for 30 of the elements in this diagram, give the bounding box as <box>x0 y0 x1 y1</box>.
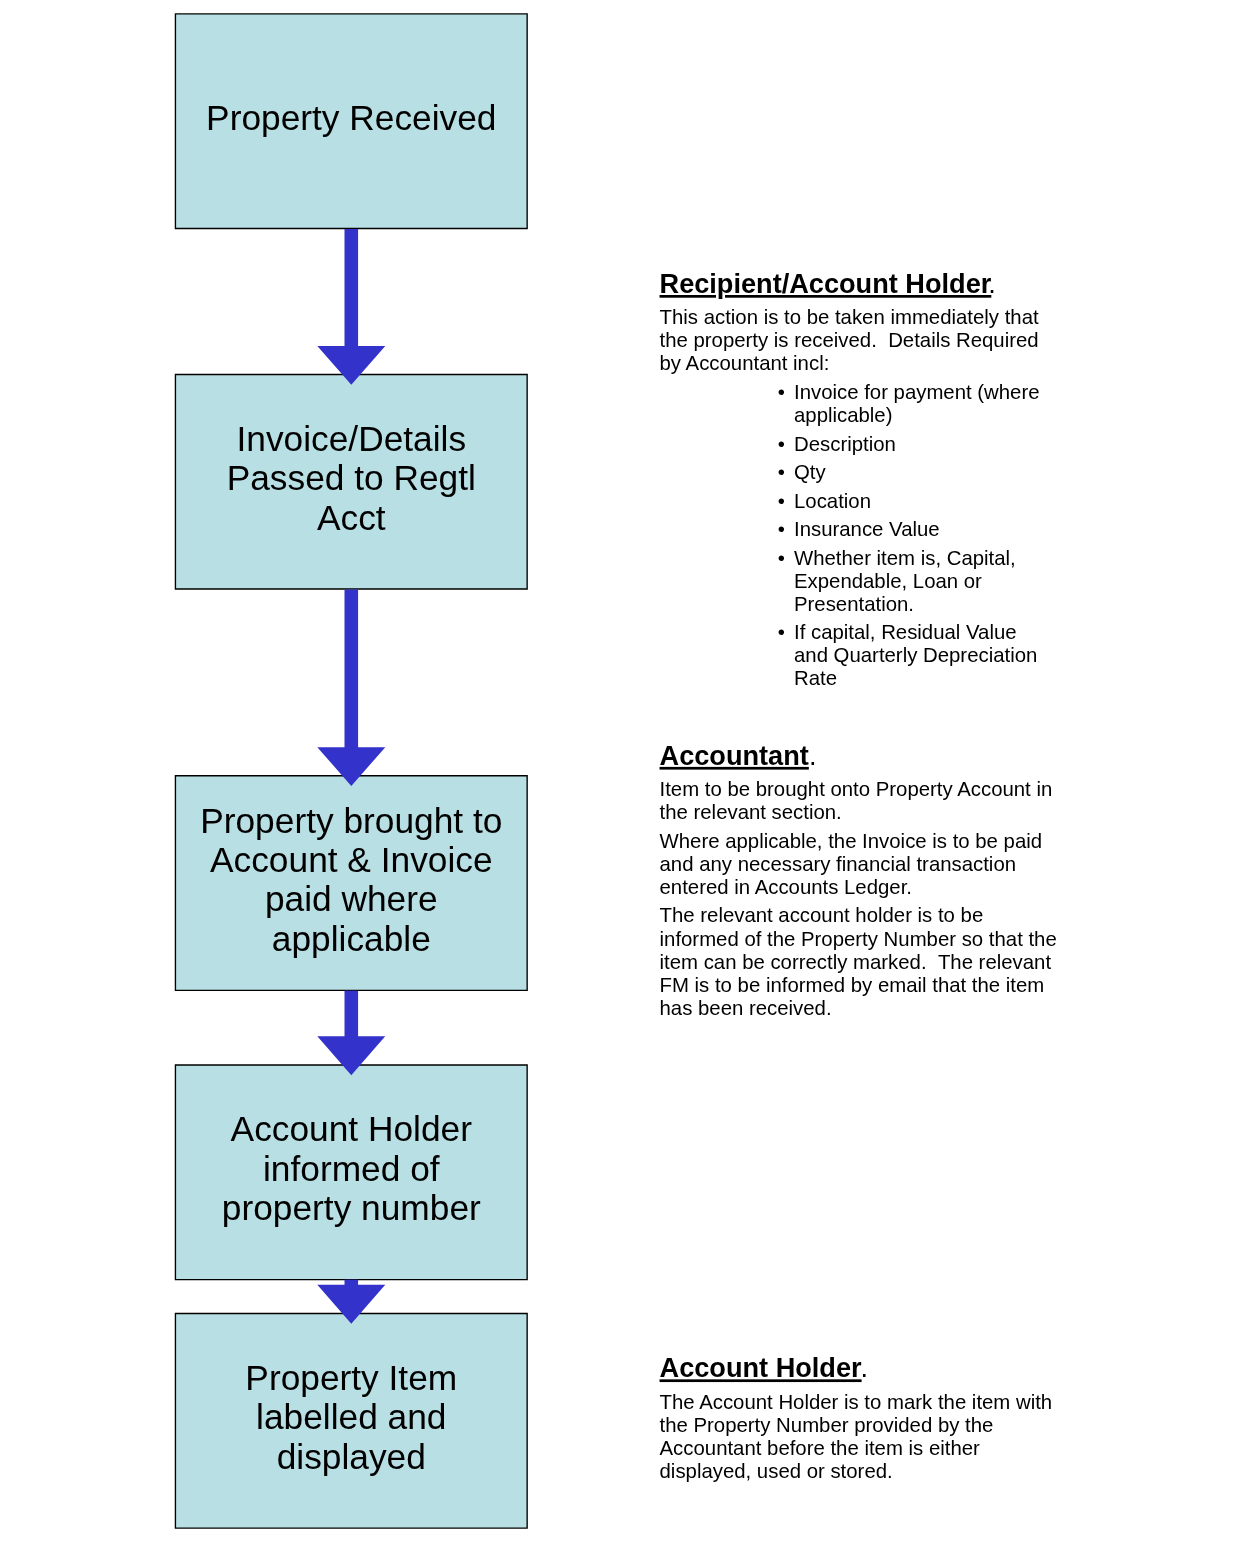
label: Description <box>793 432 896 455</box>
label: Invoice for payment (where applicable) <box>793 380 1040 426</box>
label: • <box>777 432 785 455</box>
label: • <box>777 489 785 512</box>
node-box: Property Item labelled and displayed <box>174 1312 528 1529</box>
node-box: Property Received <box>174 13 528 230</box>
label: Location <box>793 489 871 512</box>
arrow <box>316 589 385 786</box>
label: • <box>777 621 785 644</box>
node-box: Invoice/Details Passed to Regtl Acct <box>174 373 528 590</box>
label: If capital, Residual Value and Quarterly Depreciation Rate <box>793 621 1037 690</box>
label: Whether item is, Capital, Expendable, Loan or Presentation. <box>793 546 1016 615</box>
label: The relevant account holder is to be informed of the Property Number so that the item can be correctly marked. The relevant FM is to be informed by email that the item has been received. <box>659 904 1057 1019</box>
label: Qty <box>793 461 826 484</box>
label: Accountant. <box>659 739 816 771</box>
label: This action is to be taken immediately that the property is received. Details Required by Accountant incl: <box>659 306 1039 375</box>
label: The Account Holder is to mark the item with the Property Number provided by the Accountant before the item is either displayed, used or stored. <box>659 1390 1052 1482</box>
label: Item to be brought onto Property Account in the relevant section. <box>659 778 1052 824</box>
label: • <box>777 380 785 403</box>
label: • <box>777 546 785 569</box>
label: • <box>777 518 785 541</box>
label: Insurance Value <box>793 518 940 541</box>
arrow <box>316 990 385 1076</box>
label: • <box>777 461 785 484</box>
label: Where applicable, the Invoice is to be paid and any necessary financial transaction entered in Accounts Ledger. <box>659 829 1042 898</box>
arrow <box>316 228 385 385</box>
label: Recipient/Account Holder. <box>659 267 996 299</box>
label: Account Holder. <box>659 1352 868 1384</box>
node-box: Account Holder informed of property number <box>174 1064 528 1281</box>
node-box: Property brought to Account & Invoice paid where applicable <box>174 775 528 991</box>
